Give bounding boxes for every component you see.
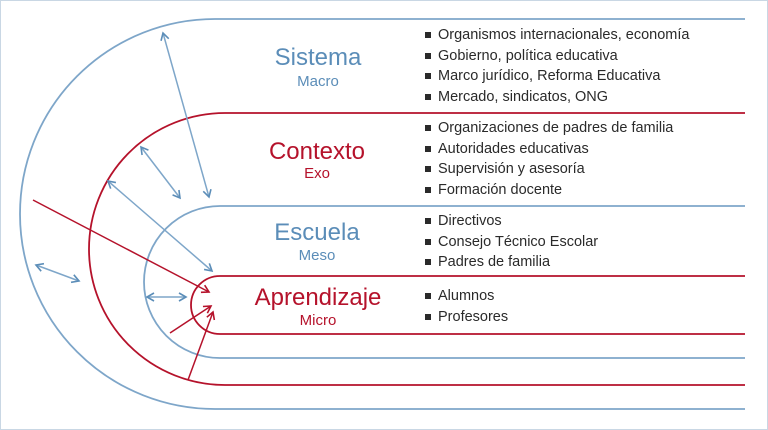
list-item: Gobierno, política educativa — [424, 46, 689, 67]
bullet-icon — [425, 52, 431, 59]
bullet-icon — [425, 166, 431, 173]
level-subtitle-meso: Meso — [298, 247, 336, 264]
list-item: Profesores — [424, 307, 508, 328]
level-title-escuela: Escuela — [274, 219, 360, 246]
bullet-icon — [425, 218, 431, 224]
list-item: Mercado, sindicatos, ONG — [424, 87, 689, 108]
bullet-icon — [425, 73, 431, 80]
list-item: Alumnos — [424, 286, 508, 307]
arrow-contexto-aprendizaje — [106, 179, 214, 273]
arrow-outer-to-aprendizaje — [32, 199, 211, 294]
arrow-mid-to-aprendizaje — [169, 305, 213, 334]
list-item: Autoridades educativas — [424, 139, 673, 160]
arrow-lower-to-aprendizaje — [187, 310, 216, 381]
bullet-icon — [425, 145, 431, 152]
arrow-contexto-escuela — [140, 145, 181, 200]
bullet-icon — [425, 186, 431, 193]
bullet-icon — [425, 313, 431, 320]
aprendizaje-arc — [190, 275, 745, 335]
bullet-icon — [425, 238, 431, 245]
level-subtitle-exo: Exo — [304, 165, 330, 182]
level-title-contexto: Contexto — [268, 138, 366, 165]
list-item: Supervisión y asesoría — [424, 159, 673, 180]
list-item: Formación docente — [424, 180, 673, 201]
list-item: Marco jurídico, Reforma Educativa — [424, 66, 689, 87]
level-subtitle-micro: Micro — [299, 312, 337, 329]
arrow-sistema-contexto — [34, 262, 81, 284]
bullet-icon — [425, 93, 431, 100]
level-title-sistema: Sistema — [274, 44, 362, 71]
bullet-icon — [425, 32, 431, 38]
contexto-items: Organizaciones de padres de familia Auto… — [424, 118, 673, 200]
aprendizaje-items: Alumnos Profesores — [424, 286, 508, 327]
bullet-icon — [425, 259, 431, 266]
list-item: Organismos internacionales, economía — [424, 25, 689, 46]
sistema-arc — [19, 18, 745, 410]
list-item: Directivos — [424, 211, 598, 232]
escuela-items: Directivos Consejo Técnico Escolar Padre… — [424, 211, 598, 273]
bullet-icon — [425, 125, 431, 131]
list-item: Consejo Técnico Escolar — [424, 232, 598, 253]
sistema-items: Organismos internacionales, economía Gob… — [424, 25, 689, 107]
level-subtitle-macro: Macro — [297, 73, 339, 90]
list-item: Padres de familia — [424, 252, 598, 273]
level-title-aprendizaje: Aprendizaje — [254, 284, 382, 311]
bullet-icon — [425, 293, 431, 299]
arrow-sistema-escuela — [160, 31, 212, 199]
list-item: Organizaciones de padres de familia — [424, 118, 673, 139]
